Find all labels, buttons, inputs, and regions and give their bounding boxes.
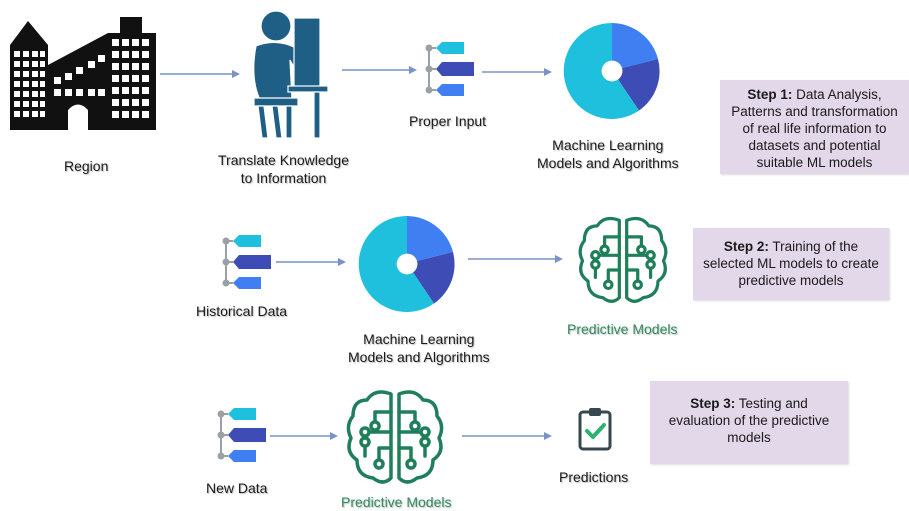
step1-box: Step 1: Data Analysis, Patterns and tran… <box>720 80 909 174</box>
ml-label-row2: Machine Learning Models and Algorithms <box>348 330 490 366</box>
ml-label-row2-line1: Machine Learning <box>363 331 475 347</box>
arrow-right-icon <box>160 70 240 78</box>
predictions-label: Predictions <box>559 469 629 485</box>
translate-label-line2: to Information <box>240 170 327 186</box>
step2-title: Step 2: <box>723 239 769 254</box>
data-list-icon <box>222 235 271 289</box>
step1-title: Step 1: <box>747 87 793 102</box>
new-data-label: New Data <box>206 480 268 496</box>
step2-box: Step 2: Training of the selected ML mode… <box>693 228 889 300</box>
brain-circuit-icon <box>578 216 668 303</box>
step3-text-2: evaluation of the predictive <box>668 413 830 428</box>
step1-text-3: of real life information to <box>742 121 887 136</box>
step2-text-2: selected ML models to create <box>703 256 879 271</box>
predictive-models-label-row2: Predictive Models <box>567 321 678 337</box>
clipboard-check-icon <box>578 408 612 451</box>
data-list-icon <box>217 408 266 462</box>
step2-text-3: predictive models <box>738 273 844 288</box>
step3-box: Step 3: Testing and evaluation of the pr… <box>650 381 848 464</box>
ml-label-row1-line1: Machine Learning <box>552 137 664 153</box>
translate-label-line1: Translate Knowledge <box>218 152 350 168</box>
arrow-right-icon <box>462 432 552 440</box>
arrow-right-icon <box>276 258 346 266</box>
ml-label-row1: Machine Learning Models and Algorithms <box>537 136 679 172</box>
step3-title: Step 3: <box>690 396 736 411</box>
person-at-computer-icon <box>253 10 329 139</box>
building-icon <box>10 17 156 130</box>
step1-text-4: datasets and potential <box>748 138 881 153</box>
historical-data-label: Historical Data <box>196 303 288 319</box>
ml-label-row2-line2: Models and Algorithms <box>348 349 490 365</box>
step3-text-3: models <box>727 430 771 445</box>
proper-input-label: Proper Input <box>409 113 487 129</box>
data-list-icon <box>425 42 474 96</box>
region-label: Region <box>64 158 109 174</box>
donut-chart-icon <box>563 22 660 119</box>
arrow-right-icon <box>270 432 338 440</box>
arrow-right-icon <box>468 255 563 263</box>
step1-text-2: Patterns and transformation <box>731 104 898 119</box>
brain-circuit-icon <box>346 390 444 484</box>
donut-chart-icon <box>358 215 455 312</box>
arrow-right-icon <box>482 68 552 76</box>
ml-label-row1-line2: Models and Algorithms <box>537 155 679 171</box>
arrow-right-icon <box>342 66 417 74</box>
translate-label: Translate Knowledge to Information <box>218 151 349 187</box>
predictive-models-label-row3: Predictive Models <box>341 494 452 510</box>
step1-text-1: Data Analysis, <box>792 87 882 102</box>
step3-text-1: Testing and <box>735 396 808 411</box>
step1-text-5: suitable ML models <box>756 155 873 170</box>
step2-text-1: Training of the <box>768 239 859 254</box>
